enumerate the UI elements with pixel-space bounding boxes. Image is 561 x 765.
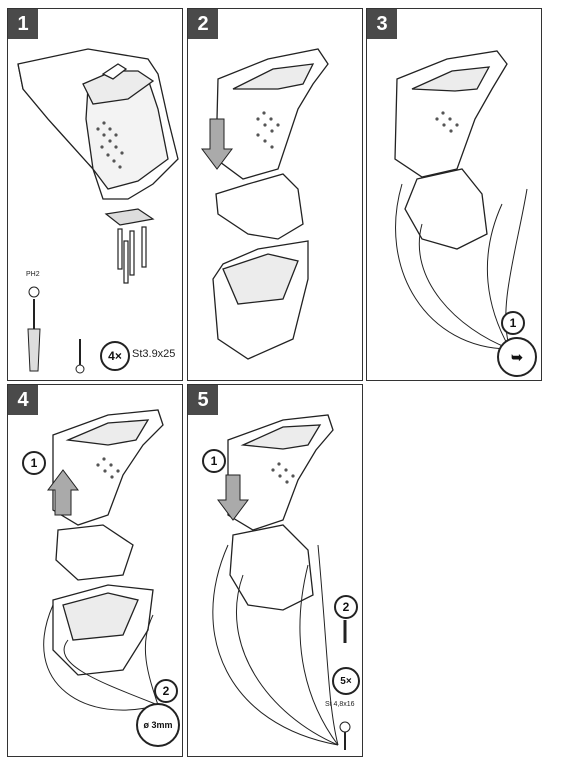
- fasten-clip-icon: ➥: [497, 337, 537, 377]
- step-1-panel: 1 PH2 4× St3.9x: [7, 8, 183, 381]
- armrest-fastening-illustration: [394, 50, 528, 350]
- armrest-final-screw-illustration: [212, 414, 351, 750]
- step-number: 3: [367, 9, 397, 39]
- drill-diameter-label: ø 3mm: [143, 720, 173, 730]
- step-number: 2: [188, 9, 218, 39]
- step-number: 1: [8, 9, 38, 39]
- callout-2-badge: 2: [334, 595, 358, 619]
- callout-1-badge: 1: [22, 451, 46, 475]
- screw-count-badge: 4×: [100, 341, 130, 371]
- step-4-panel: 4 1 2 ø 3mm: [7, 384, 183, 757]
- armrest-lowering-illustration: [201, 48, 329, 360]
- callout-1-badge: 1: [202, 449, 226, 473]
- callout-2-badge: 2: [154, 679, 178, 703]
- tool-label: PH2: [26, 271, 40, 278]
- step-number: 4: [8, 385, 38, 415]
- step-number: 5: [188, 385, 218, 415]
- step-2-panel: 2: [187, 8, 363, 381]
- callout-1-badge: 1: [501, 311, 525, 335]
- step-5-panel: 5 1 2 5× St 4,8x16: [187, 384, 363, 757]
- screw-spec-label: St 4,8x16: [325, 701, 355, 708]
- step-3-panel: 3 1 ➥: [366, 8, 542, 381]
- armrest-raising-illustration: [43, 409, 164, 711]
- drill-hole-badge: ø 3mm: [136, 703, 180, 747]
- screw-count-badge: 5×: [332, 667, 360, 695]
- screw-spec-label: St3.9x25: [132, 348, 176, 360]
- armrest-exploded-illustration: [17, 48, 179, 374]
